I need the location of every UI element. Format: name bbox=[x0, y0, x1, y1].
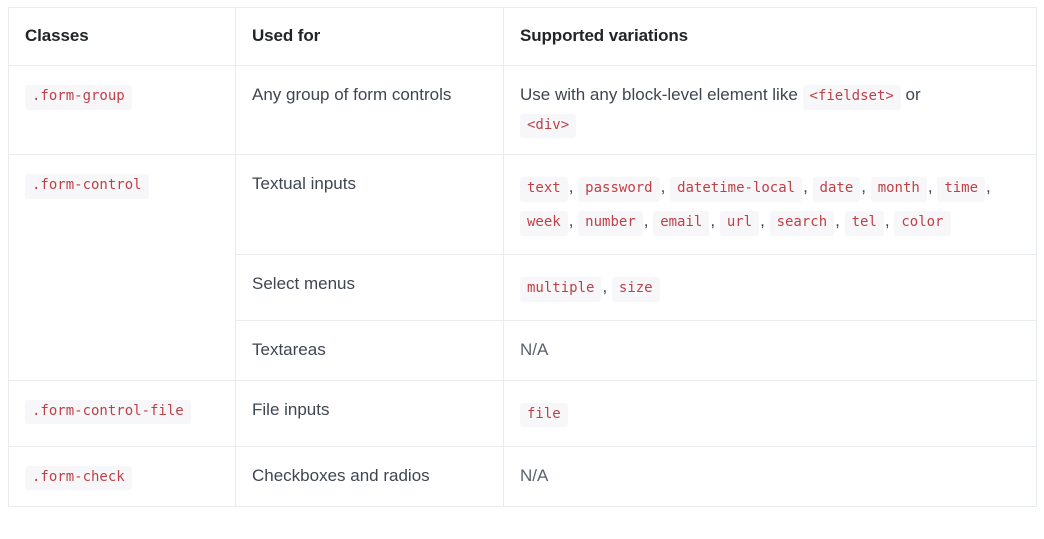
cell-supported-variations: multiple, size bbox=[503, 254, 1037, 321]
chip-separator: , bbox=[568, 211, 579, 230]
chip-separator: , bbox=[927, 177, 938, 196]
variation-prose-lead: Use with any block-level element like bbox=[520, 85, 803, 104]
cell-supported-variations: N/A bbox=[503, 320, 1037, 381]
class-name-code: .form-check bbox=[25, 465, 132, 491]
variation-code: password bbox=[578, 177, 660, 202]
class-name-code: .form-control-file bbox=[25, 399, 191, 425]
variation-code: search bbox=[769, 211, 835, 236]
cell-used-for: Select menus bbox=[235, 254, 504, 321]
variation-code: url bbox=[719, 211, 760, 236]
chip-separator: , bbox=[710, 211, 720, 230]
cell-used-for: File inputs bbox=[235, 379, 504, 447]
variation-code: text bbox=[520, 177, 568, 202]
chip-separator: , bbox=[861, 177, 871, 196]
variation-code: <fieldset> bbox=[802, 85, 901, 110]
variation-not-applicable: N/A bbox=[520, 340, 549, 359]
variation-code: email bbox=[653, 211, 710, 236]
chip-separator: , bbox=[568, 177, 579, 196]
cell-supported-variations: N/A bbox=[503, 445, 1037, 507]
class-name-code: .form-control bbox=[25, 174, 149, 199]
variation-prose-middle: or bbox=[900, 85, 921, 104]
variation-code: tel bbox=[844, 211, 884, 236]
cell-class-name: .form-control-file bbox=[8, 379, 236, 447]
variation-chip-list: text, password, datetime-local, date, mo… bbox=[520, 177, 991, 236]
variation-code: file bbox=[520, 402, 568, 428]
chip-separator: , bbox=[602, 277, 612, 296]
chip-separator: , bbox=[835, 211, 845, 230]
table-row: .form-check Checkboxes and radios N/A bbox=[8, 445, 1037, 507]
table-row: .form-control Textual inputs text, passwor… bbox=[8, 154, 1037, 381]
cell-used-for: Any group of form controls bbox=[235, 65, 504, 155]
variation-code: <div> bbox=[520, 113, 577, 138]
class-name-code: .form-group bbox=[25, 85, 132, 110]
table-row: Textareas N/A bbox=[9, 320, 1037, 381]
variation-chip-list: file bbox=[520, 402, 569, 428]
chip-separator: , bbox=[643, 211, 654, 230]
cell-class-name: .form-group bbox=[8, 65, 236, 155]
table-header: Classes Used for Supported variations bbox=[8, 7, 1037, 66]
column-header-used-for: Used for bbox=[235, 7, 504, 66]
form-classes-table: Classes Used for Supported variations .f… bbox=[8, 7, 1037, 508]
variation-code: week bbox=[520, 211, 568, 236]
variation-code: number bbox=[578, 211, 643, 236]
cell-used-for: Checkboxes and radios bbox=[235, 445, 504, 507]
variation-not-applicable: N/A bbox=[520, 465, 549, 485]
cell-supported-variations: file bbox=[503, 379, 1037, 447]
chip-separator: , bbox=[803, 177, 813, 196]
variation-code: datetime-local bbox=[670, 177, 803, 202]
table-row: .form-control-file File inputs file bbox=[8, 379, 1037, 447]
variation-code: date bbox=[812, 177, 861, 202]
variation-code: color bbox=[894, 211, 951, 236]
chip-separator: , bbox=[660, 177, 671, 196]
column-header-supported-variations: Supported variations bbox=[503, 7, 1037, 66]
table-header-row: Classes Used for Supported variations bbox=[8, 7, 1037, 66]
column-header-classes: Classes bbox=[8, 7, 236, 66]
cell-used-for: Textual inputs bbox=[235, 154, 504, 255]
cell-class-name: .form-check bbox=[8, 445, 236, 507]
table-row: Select menus multiple, size bbox=[9, 254, 1037, 321]
cell-supported-variations: Use with any block-level element like <f… bbox=[504, 66, 1037, 155]
chip-separator: , bbox=[884, 211, 895, 230]
cell-class-name: .form-control bbox=[8, 154, 236, 381]
variation-chip-list: multiple, size bbox=[520, 277, 661, 302]
cell-used-for: Textareas bbox=[235, 320, 504, 381]
cell-supported-variations: text, password, datetime-local, date, mo… bbox=[503, 154, 1037, 255]
chip-separator: , bbox=[986, 177, 991, 196]
variation-code: size bbox=[611, 277, 660, 302]
chip-separator: , bbox=[760, 211, 770, 230]
variation-code: month bbox=[870, 177, 927, 202]
variation-code: time bbox=[937, 177, 986, 202]
variation-code: multiple bbox=[520, 277, 602, 302]
